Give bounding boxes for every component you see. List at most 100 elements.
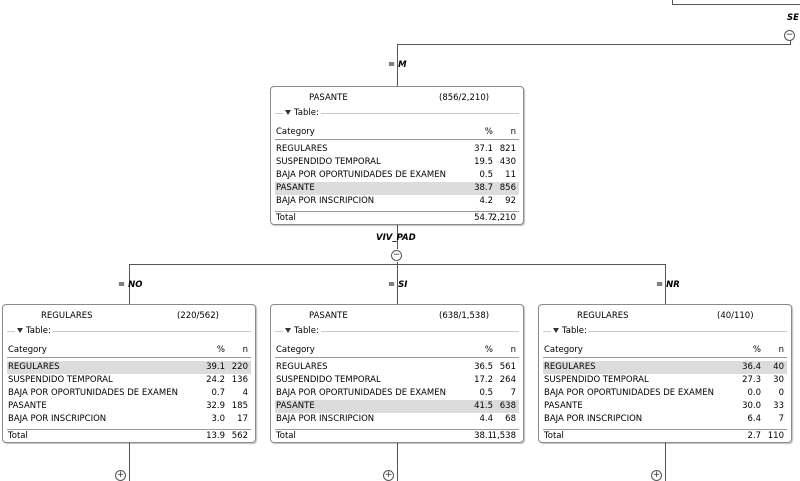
tree-node[interactable]: REGULARES (40/110) Table: Category % n R…	[538, 304, 792, 443]
table-total-row: Total 2.7 110	[543, 429, 787, 443]
n-cell: 11	[505, 170, 516, 180]
table-row: PASANTE 32.9 185	[7, 400, 251, 413]
col-n-header: n	[242, 345, 248, 355]
table-header-row: Category % n	[275, 126, 519, 140]
n-cell: 821	[499, 144, 516, 154]
node-count: (40/110)	[717, 311, 754, 321]
col-percent-header: %	[752, 345, 761, 355]
category-cell: REGULARES	[276, 362, 328, 372]
n-cell: 7	[778, 414, 784, 424]
percent-cell: 41.5	[474, 401, 493, 411]
triangle-down-icon	[285, 110, 291, 115]
table-toggle[interactable]: Table:	[275, 326, 519, 344]
connector-line	[665, 442, 666, 481]
table-header-row: Category % n	[7, 344, 251, 358]
branch-condition: = NR	[656, 280, 680, 290]
expand-icon[interactable]: +	[651, 470, 662, 481]
node-predicted-category: REGULARES	[577, 311, 629, 321]
connector-line	[665, 264, 666, 304]
total-label: Total	[544, 431, 564, 441]
col-percent-header: %	[216, 345, 225, 355]
total-label: Total	[8, 431, 28, 441]
n-cell: 185	[231, 401, 248, 411]
table-toggle[interactable]: Table:	[275, 108, 519, 126]
table-header-row: Category % n	[275, 344, 519, 358]
table-total-row: Total 54.7 2,210	[275, 211, 519, 225]
tree-node[interactable]: PASANTE (638/1,538) Table: Category % n …	[270, 304, 524, 443]
percent-cell: 36.4	[742, 362, 761, 372]
category-cell: REGULARES	[8, 362, 60, 372]
triangle-down-icon	[553, 328, 559, 333]
percent-cell: 36.5	[474, 362, 493, 372]
col-n-header: n	[778, 345, 784, 355]
percent-cell: 0.5	[479, 388, 493, 398]
tree-node[interactable]: REGULARES (220/562) Table: Category % n …	[2, 304, 256, 443]
expand-icon[interactable]: +	[383, 470, 394, 481]
percent-cell: 39.1	[206, 362, 225, 372]
table-toggle[interactable]: Table:	[543, 326, 787, 344]
category-cell: REGULARES	[276, 144, 328, 154]
n-cell: 638	[499, 401, 516, 411]
collapse-icon[interactable]: −	[784, 30, 795, 41]
connector-line	[397, 262, 398, 304]
table-label: Table:	[294, 108, 319, 118]
n-cell: 430	[499, 157, 516, 167]
percent-cell: 17.2	[474, 375, 493, 385]
connector-line	[672, 0, 673, 4]
n-cell: 7	[510, 388, 516, 398]
branch-condition: = NO	[118, 280, 143, 290]
col-category-header: Category	[276, 345, 315, 355]
col-n-header: n	[510, 345, 516, 355]
percent-cell: 32.9	[206, 401, 225, 411]
expand-icon[interactable]: +	[115, 470, 126, 481]
n-cell: 17	[237, 414, 248, 424]
table-total-row: Total 38.1 1,538	[275, 429, 519, 443]
col-n-header: n	[510, 127, 516, 137]
node-predicted-category: PASANTE	[309, 93, 348, 103]
n-cell: 856	[499, 183, 516, 193]
connector-line	[672, 4, 800, 5]
category-cell: SUSPENDIDO TEMPORAL	[276, 375, 381, 385]
connector-line	[790, 40, 791, 45]
category-cell: SUSPENDIDO TEMPORAL	[276, 157, 381, 167]
col-category-header: Category	[8, 345, 47, 355]
node-count: (220/562)	[177, 311, 219, 321]
connector-line	[129, 264, 665, 265]
tree-node[interactable]: PASANTE (856/2,210) Table: Category % n …	[270, 86, 524, 225]
collapse-icon[interactable]: −	[391, 250, 402, 261]
connector-line	[397, 44, 791, 45]
percent-cell: 24.2	[206, 375, 225, 385]
n-cell: 4	[242, 388, 248, 398]
table-toggle[interactable]: Table:	[7, 326, 251, 344]
node-count: (856/2,210)	[439, 93, 490, 103]
table-header-row: Category % n	[543, 344, 787, 358]
node-predicted-category: REGULARES	[41, 311, 93, 321]
n-cell: 0	[778, 388, 784, 398]
col-category-header: Category	[544, 345, 583, 355]
category-cell: PASANTE	[276, 401, 315, 411]
n-cell: 40	[773, 362, 784, 372]
table-row: REGULARES 36.4 40	[543, 361, 787, 374]
category-cell: REGULARES	[544, 362, 596, 372]
n-cell: 33	[773, 401, 784, 411]
category-cell: PASANTE	[8, 401, 47, 411]
col-category-header: Category	[276, 127, 315, 137]
table-label: Table:	[294, 326, 319, 336]
total-percent: 38.1	[474, 431, 493, 441]
triangle-down-icon	[285, 328, 291, 333]
triangle-down-icon	[17, 328, 23, 333]
category-cell: PASANTE	[276, 183, 315, 193]
